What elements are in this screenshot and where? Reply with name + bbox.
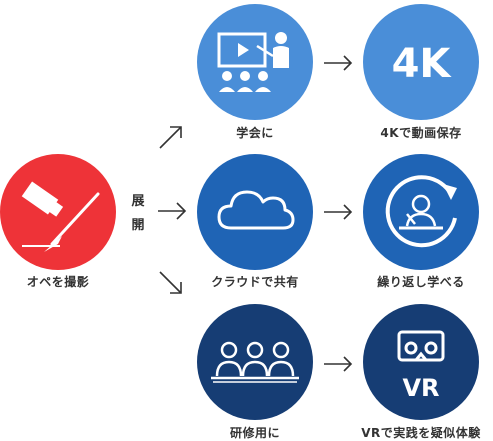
source-label: オペを撮影	[26, 275, 90, 289]
repeat-study-icon	[385, 175, 457, 248]
branch-char-1: 展	[131, 194, 145, 209]
vr-badge-text: VR	[402, 374, 439, 402]
vr-label: VRで実践を疑似体験	[361, 426, 481, 440]
cloud-label: クラウドで共有	[211, 275, 299, 289]
lecture-circle	[197, 4, 313, 120]
arrow-right-1	[324, 55, 353, 71]
vr-headset-icon: VR	[397, 330, 445, 402]
4k-label: 4Kで動画保存	[380, 126, 462, 140]
branch-arrow-right	[158, 202, 187, 220]
4k-circle: 4K	[363, 4, 479, 120]
4k-badge-icon: 4K	[392, 41, 453, 87]
branch-char-2: 開	[131, 218, 145, 233]
cloud-icon	[217, 190, 295, 230]
arrow-right-2	[324, 204, 353, 220]
camera-scalpel-icon	[21, 181, 100, 252]
repeat-circle	[363, 154, 479, 270]
training-group-icon	[211, 341, 299, 383]
cloud-circle	[197, 154, 313, 270]
source-circle	[0, 154, 116, 270]
lecture-label: 学会に	[236, 126, 274, 140]
training-circle	[197, 304, 313, 420]
repeat-label: 繰り返し学べる	[377, 275, 465, 289]
training-label: 研修用に	[229, 426, 280, 440]
lecture-presentation-icon	[217, 32, 289, 92]
branch-arrow-down	[159, 271, 182, 294]
arrow-right-3	[324, 356, 353, 372]
vr-circle: VR	[363, 304, 479, 420]
4k-badge-text: 4K	[392, 41, 453, 87]
branch-arrow-up	[159, 126, 182, 149]
